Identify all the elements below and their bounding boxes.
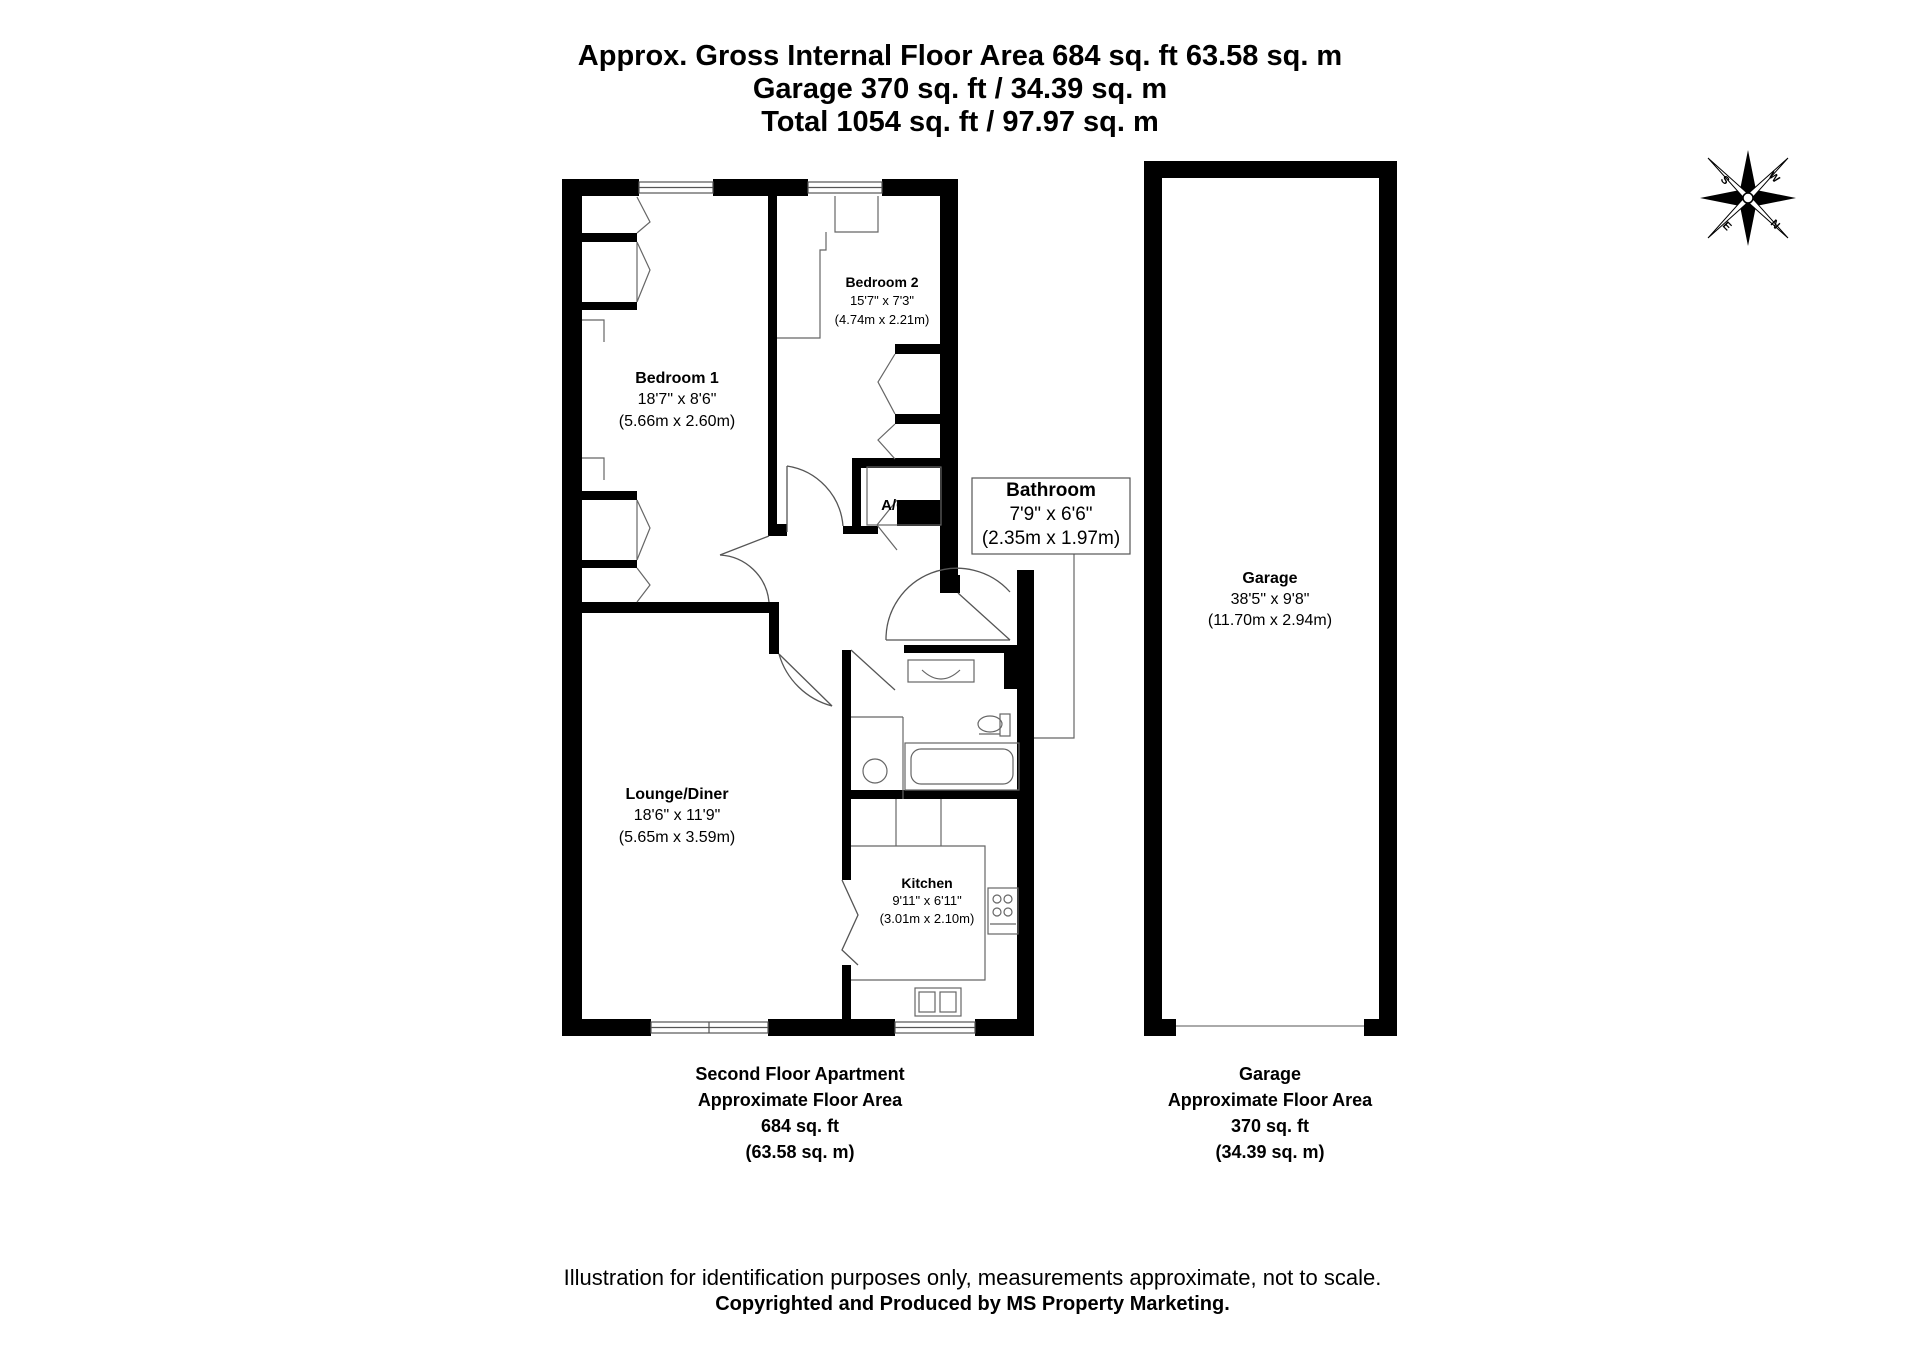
garage-summary-line4: (34.39 sq. m) [1215,1142,1325,1162]
lounge-metric: (5.65m x 3.59m) [619,829,735,846]
bathroom-imperial: 7'9" x 6'6" [1009,504,1092,525]
garage-summary-line3: 370 sq. ft [1230,1116,1310,1136]
garage-summary: Garage Approximate Floor Area 370 sq. ft… [1090,1061,1450,1165]
apartment-walls [562,179,1034,1036]
compass-w: W [1766,170,1782,186]
windows [638,181,976,1034]
bedroom2-name: Bedroom 2 [845,274,918,290]
header-floor-area: Approx. Gross Internal Floor Area 684 sq… [577,40,1343,72]
apartment-summary-line3: 684 sq. ft [760,1116,840,1136]
kitchen-imperial: 9'11" x 6'11" [892,893,962,908]
bedroom1-name: Bedroom 1 [635,370,719,387]
bathroom-name: Bathroom [1006,480,1096,501]
compass-rose-icon: N E S W [1700,150,1796,246]
garage-name: Garage [1242,570,1297,587]
apartment-summary-line4: (63.58 sq. m) [745,1142,855,1162]
apartment-summary-line1: Second Floor Apartment [695,1064,905,1084]
garage-metric: (11.70m x 2.94m) [1208,612,1332,629]
header-total-area: Total 1054 sq. ft / 97.97 sq. m [761,106,1159,138]
compass-s: S [1718,174,1732,188]
header-garage-area: Garage 370 sq. ft / 34.39 sq. m [752,73,1168,105]
bathroom-metric: (2.35m x 1.97m) [982,528,1120,549]
bathroom-label-box [971,477,1131,555]
lounge-name: Lounge/Diner [625,786,728,803]
copyright: Copyrighted and Produced by MS Property … [715,1293,1230,1315]
disclaimer: Illustration for identification purposes… [563,1265,1382,1290]
garage-imperial: 38'5" x 9'8" [1231,591,1310,608]
apartment-summary: Second Floor Apartment Approximate Floor… [620,1061,980,1165]
kitchen-metric: (3.01m x 2.10m) [880,911,975,926]
bedroom1-metric: (5.66m x 2.60m) [619,413,735,430]
lounge-imperial: 18'6" x 11'9" [634,807,721,824]
apartment-summary-line2: Approximate Floor Area [697,1090,903,1110]
kitchen-name: Kitchen [901,875,952,891]
garage-summary-line2: Approximate Floor Area [1167,1090,1373,1110]
ac-label: A/C [881,497,907,514]
garage-summary-line1: Garage [1238,1064,1302,1084]
bedroom1-imperial: 18'7" x 8'6" [638,391,717,408]
fixtures [582,196,1075,1017]
doors [719,465,1011,966]
garage-walls [1144,161,1397,1036]
bedroom2-imperial: 15'7" x 7'3" [850,293,914,308]
bedroom2-metric: (4.74m x 2.21m) [835,312,930,327]
